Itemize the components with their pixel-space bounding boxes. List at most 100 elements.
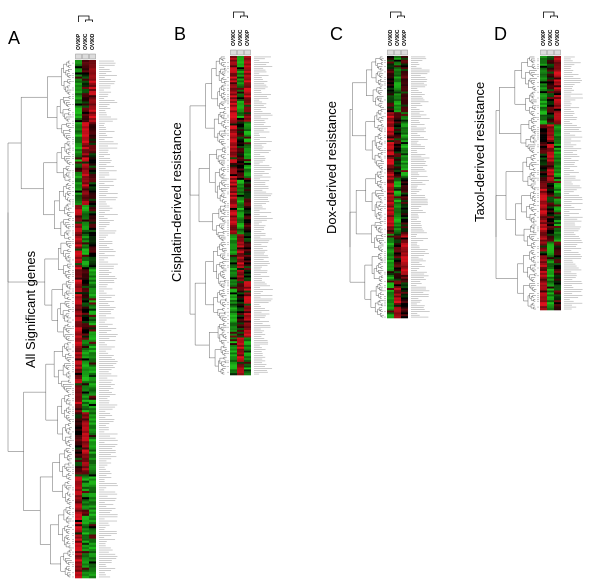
heatmap-cell	[82, 97, 89, 100]
heatmap-cell	[547, 140, 554, 143]
heatmap-cell	[230, 101, 237, 104]
heatmap-cell	[394, 273, 401, 276]
heatmap-cell	[401, 143, 408, 147]
dendrogram-branch	[67, 481, 70, 484]
heatmap-cell	[244, 155, 251, 158]
dendrogram-branch	[527, 295, 532, 307]
heatmap-cell	[82, 205, 89, 208]
heatmap-cell	[394, 140, 401, 143]
heatmap-cell	[237, 266, 244, 269]
heatmap-cell	[237, 86, 244, 89]
heatmap-cell	[540, 253, 547, 256]
heatmap-cell	[394, 308, 401, 311]
heatmap-cell	[237, 155, 244, 158]
heatmap-cell	[540, 270, 547, 274]
heatmap-cell	[387, 196, 394, 199]
dendrogram-branch	[379, 82, 384, 86]
heatmap-cell	[547, 272, 554, 276]
heatmap-cell	[394, 172, 401, 175]
dendrogram-branch	[370, 290, 377, 308]
heatmap-cell	[244, 121, 251, 124]
heatmap-cell	[230, 275, 237, 278]
heatmap-cell	[75, 484, 82, 488]
heatmap-cell	[82, 428, 89, 432]
heatmap-cell	[554, 253, 561, 256]
heatmap-cell	[82, 184, 89, 187]
heatmap-cell	[401, 128, 408, 132]
dendrogram-branch	[514, 70, 526, 105]
heatmap-cell	[401, 215, 408, 218]
heatmap-cell	[554, 140, 561, 143]
heatmap-cell	[554, 165, 561, 168]
dendrogram-branch	[376, 213, 380, 220]
heatmap-cell	[540, 218, 547, 221]
heatmap-cell	[244, 258, 251, 261]
heatmap-cell	[75, 118, 82, 121]
heatmap-cell	[540, 202, 547, 205]
heatmap-cell	[244, 95, 251, 98]
heatmap-cell	[230, 307, 237, 310]
heatmap-cell	[75, 300, 82, 303]
heatmap-cell	[75, 327, 82, 330]
heatmap-cell	[394, 267, 401, 270]
heatmap-cell	[82, 312, 89, 316]
heatmap-cell	[401, 267, 408, 270]
heatmap-cell	[237, 161, 244, 164]
dendrogram-branch	[67, 305, 71, 308]
heatmap-cell	[237, 146, 244, 149]
heatmap-cell	[89, 161, 96, 164]
heatmap-cell	[82, 263, 89, 266]
heatmap-cell	[89, 205, 96, 208]
heatmap-cell	[82, 387, 89, 390]
heatmap-cell	[75, 120, 82, 123]
heatmap-cell	[244, 191, 251, 194]
dendrogram-branch	[63, 186, 67, 197]
heatmap-cell	[244, 279, 251, 282]
heatmap-cell	[237, 71, 244, 74]
heatmap-cell	[89, 254, 96, 258]
heatmap-cell	[230, 358, 237, 361]
heatmap-cell	[244, 221, 251, 224]
heatmap-cell	[75, 546, 82, 550]
heatmap-cell	[230, 322, 237, 325]
dendrogram-branch	[223, 356, 227, 360]
heatmap-cell	[547, 218, 554, 221]
heatmap-cell	[237, 147, 244, 151]
heatmap-cell	[387, 274, 394, 278]
heatmap-cell	[237, 247, 244, 250]
heatmap-cell	[89, 348, 96, 351]
dendrogram-branch	[189, 150, 196, 315]
heatmap-cell	[394, 95, 401, 98]
heatmap-cell	[82, 495, 89, 498]
heatmap-cell	[237, 318, 244, 321]
heatmap-cell	[230, 153, 237, 156]
heatmap-cell	[540, 298, 547, 301]
heatmap-cell	[82, 507, 89, 510]
heatmap-cell	[540, 308, 547, 311]
heatmap-cell	[387, 74, 394, 77]
dendrogram-branch	[64, 156, 71, 161]
dendrogram-branch	[222, 116, 227, 120]
dendrogram-branch	[68, 81, 72, 85]
dendrogram-branch	[380, 75, 383, 78]
heatmap-cell	[237, 149, 244, 152]
heatmap-cell	[82, 132, 89, 135]
panel-a-column-headers: OV90P OV90C OV90D	[76, 33, 96, 50]
heatmap-cell	[75, 374, 82, 378]
heatmap-cell	[554, 145, 561, 149]
heatmap-cell	[75, 149, 82, 152]
heatmap-cell	[230, 303, 237, 306]
heatmap-cell	[89, 360, 96, 363]
heatmap-cell	[230, 211, 237, 214]
heatmap-cell	[75, 308, 82, 312]
heatmap-cell	[82, 426, 89, 430]
heatmap-cell	[82, 551, 89, 554]
heatmap-cell	[540, 286, 547, 289]
heatmap-cell	[75, 89, 82, 92]
heatmap-cell	[244, 328, 251, 331]
heatmap-cell	[75, 229, 82, 233]
dendrogram-branch	[532, 74, 537, 77]
heatmap-cell	[547, 249, 554, 252]
heatmap-cell	[244, 288, 251, 291]
heatmap-cell	[230, 331, 237, 335]
